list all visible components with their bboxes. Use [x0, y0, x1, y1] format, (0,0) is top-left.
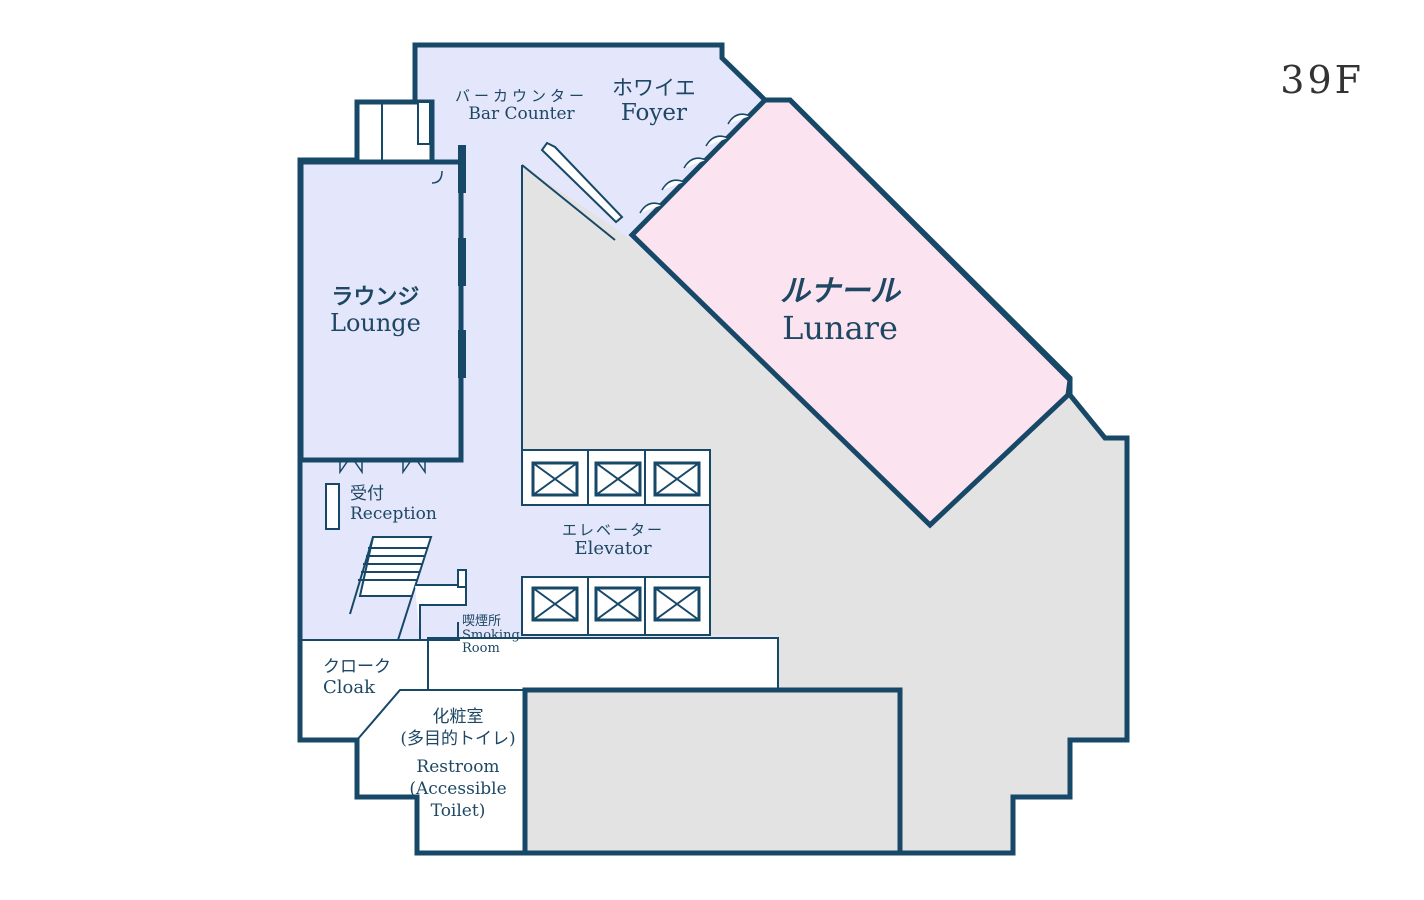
room-label-lunare[interactable]: ルナール Lunare — [780, 274, 900, 347]
service-block — [522, 687, 903, 856]
label-ja: ルナール — [780, 274, 900, 309]
room-label-restroom[interactable]: 化粧室 (多目的トイレ) Restroom (Accessible Toilet… — [398, 706, 518, 822]
label-ja: ホワイエ — [612, 76, 696, 100]
room-label-lounge[interactable]: ラウンジ Lounge — [330, 284, 421, 338]
label-en: Smoking — [462, 627, 520, 643]
label-ja: 化粧室 — [432, 707, 484, 727]
label-en: Bar Counter — [468, 104, 575, 125]
outer-wall — [297, 42, 1130, 856]
label-ja: (多目的トイレ) — [400, 729, 516, 750]
label-ja: 受付 — [350, 484, 384, 504]
room-label-reception[interactable]: 受付 Reception — [350, 484, 437, 524]
restroom[interactable] — [357, 690, 525, 851]
bar-counter — [540, 141, 624, 224]
label-en: Reception — [350, 503, 437, 524]
reception-desk — [325, 483, 340, 530]
label-en: (Accessible — [409, 779, 507, 800]
label-en: Room — [462, 641, 500, 657]
label-en: Restroom — [416, 757, 500, 778]
label-en: Cloak — [323, 676, 376, 698]
label-ja: ラウンジ — [331, 284, 420, 310]
cloak-room[interactable] — [302, 640, 430, 740]
label-en: Lounge — [330, 309, 421, 338]
label-ja: バーカウンター — [455, 87, 589, 105]
room-label-smoking[interactable]: 喫煙所 Smoking Room — [462, 615, 520, 656]
elevator-bank-top — [521, 449, 711, 506]
lounge-room[interactable] — [298, 159, 464, 463]
service-core — [522, 165, 1127, 853]
label-ja: エレベーター — [561, 521, 664, 539]
room-label-bar-counter[interactable]: バーカウンター Bar Counter — [455, 87, 589, 125]
label-ja: クローク — [323, 657, 391, 677]
label-en: Lunare — [782, 308, 898, 347]
elevator-bank-bottom — [521, 576, 711, 636]
room-label-foyer[interactable]: ホワイエ Foyer — [612, 76, 696, 127]
staircase — [349, 536, 467, 641]
room-label-elevator[interactable]: エレベーター Elevator — [558, 521, 668, 560]
label-en: Foyer — [620, 100, 687, 127]
label-en: Elevator — [574, 538, 652, 560]
foyer-doors — [639, 113, 751, 214]
lounge-doors — [339, 461, 426, 475]
label-en: Toilet) — [430, 801, 486, 822]
floor-number: 39F — [1280, 58, 1364, 102]
room-label-cloak[interactable]: クローク Cloak — [323, 657, 391, 698]
label-ja: 喫煙所 — [462, 614, 502, 629]
